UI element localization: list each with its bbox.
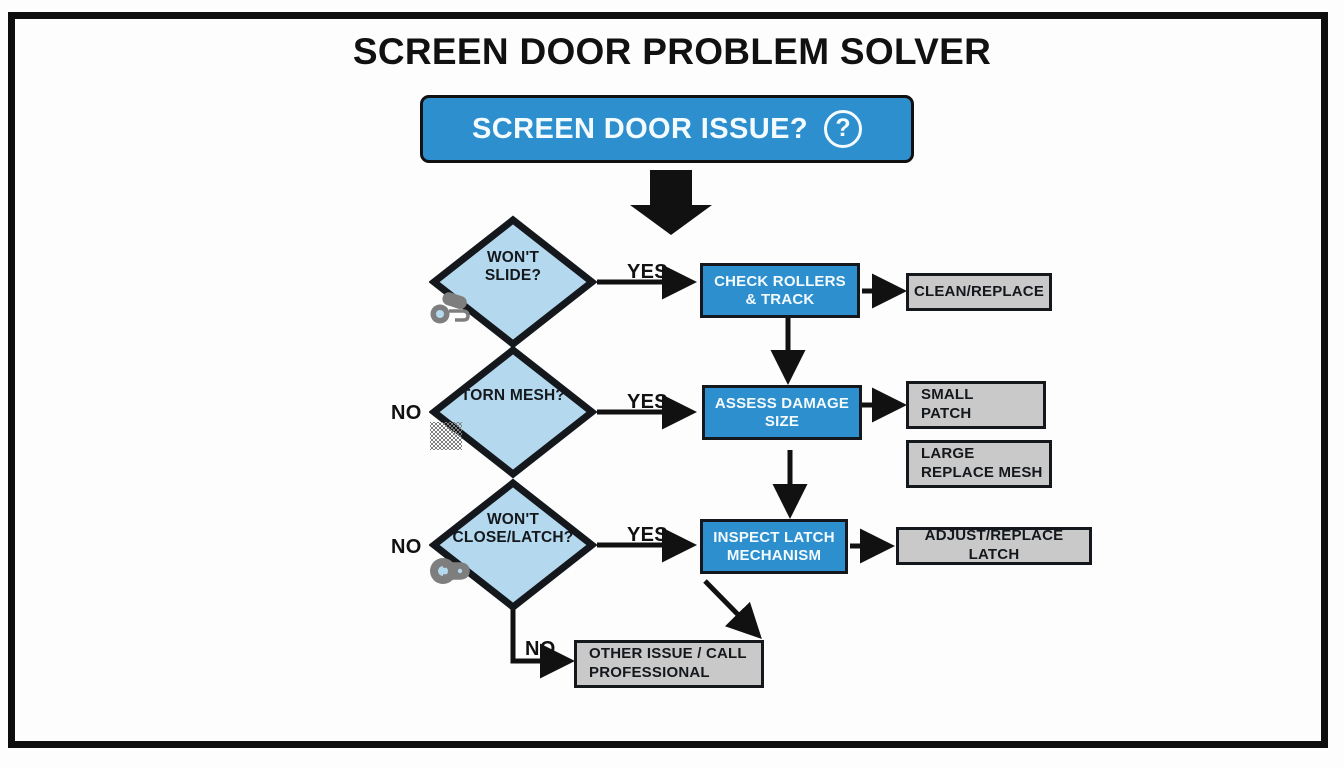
result-small-patch-label: SMALL PATCH	[921, 386, 974, 422]
edge-label-no-3: NO	[525, 638, 556, 660]
action-check-rollers-label: CHECK ROLLERS & TRACK	[714, 272, 846, 308]
result-small-patch[interactable]: SMALL PATCH	[906, 381, 1046, 429]
screen-door-issue-header-button[interactable]: SCREEN DOOR ISSUE? ?	[420, 95, 914, 163]
action-inspect-latch-label: INSPECT LATCH MECHANISM	[713, 528, 835, 564]
decision-torn-mesh[interactable]: TORN MESH?	[429, 345, 597, 479]
edge-label-yes-1: YES	[627, 261, 668, 283]
result-large-replace-mesh[interactable]: LARGE REPLACE MESH	[906, 440, 1052, 488]
action-assess-damage[interactable]: ASSESS DAMAGE SIZE	[702, 385, 862, 440]
page-title: SCREEN DOOR PROBLEM SOLVER	[352, 31, 992, 72]
result-clean-replace-label: CLEAN/REPLACE	[913, 282, 1045, 300]
decision-wont-slide[interactable]: WON'T SLIDE?	[429, 215, 597, 349]
result-adjust-replace-latch[interactable]: ADJUST/REPLACE LATCH	[896, 527, 1092, 565]
header-button-label: SCREEN DOOR ISSUE?	[472, 112, 808, 145]
edge-label-yes-2: YES	[627, 391, 668, 413]
result-adjust-replace-latch-label: ADJUST/REPLACE LATCH	[924, 527, 1064, 563]
result-other-issue[interactable]: OTHER ISSUE / CALL PROFESSIONAL	[574, 640, 764, 688]
action-assess-damage-label: ASSESS DAMAGE SIZE	[714, 394, 850, 430]
edge-label-no-1: NO	[391, 402, 422, 424]
result-clean-replace[interactable]: CLEAN/REPLACE	[906, 273, 1052, 311]
question-mark-icon: ?	[823, 110, 862, 148]
decision-wont-close-latch[interactable]: WON'T CLOSE/LATCH?	[429, 478, 597, 612]
edge-label-yes-3: YES	[627, 524, 668, 546]
result-other-issue-label: OTHER ISSUE / CALL PROFESSIONAL	[589, 645, 747, 681]
result-large-replace-mesh-label: LARGE REPLACE MESH	[921, 445, 1043, 481]
edge-label-no-2: NO	[391, 536, 422, 558]
action-inspect-latch[interactable]: INSPECT LATCH MECHANISM	[700, 519, 848, 574]
action-check-rollers[interactable]: CHECK ROLLERS & TRACK	[700, 263, 860, 318]
